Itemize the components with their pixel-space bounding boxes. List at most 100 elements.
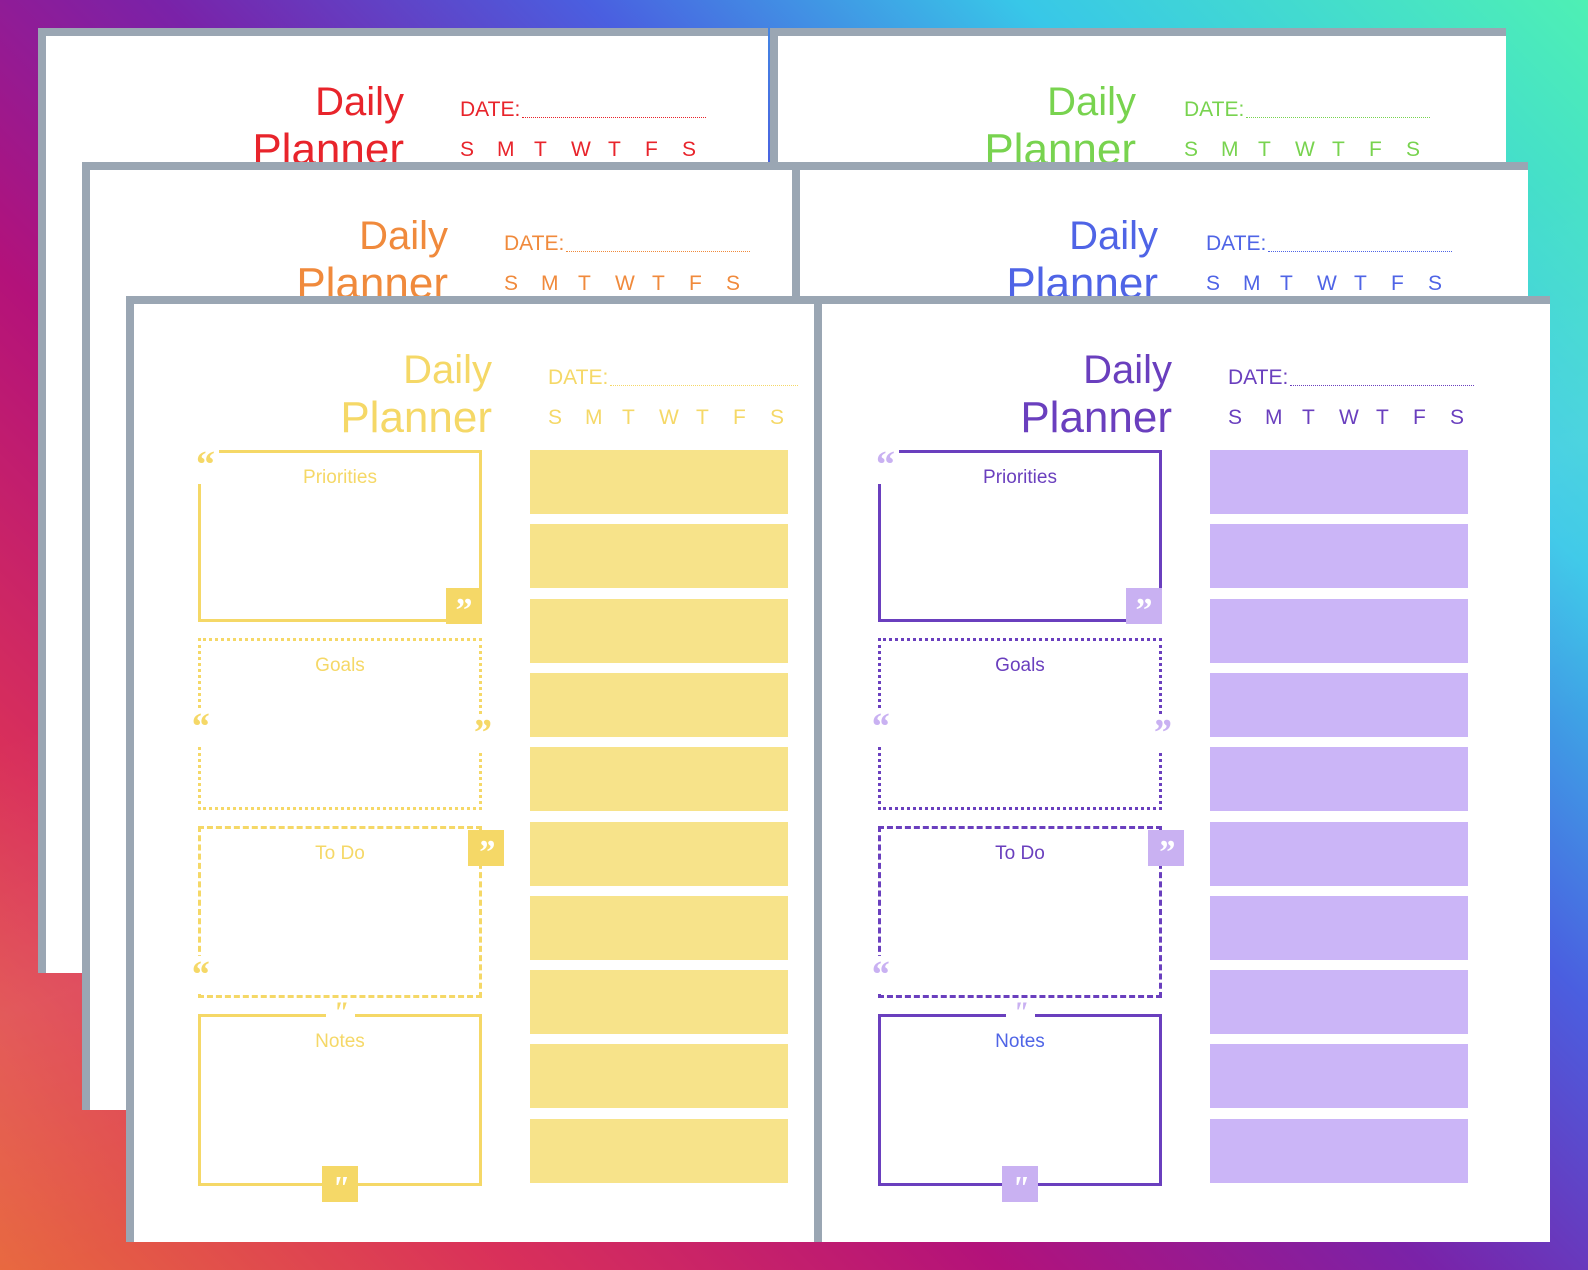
title-planner: Planner bbox=[340, 393, 492, 442]
planner-title: Daily Planner bbox=[240, 216, 448, 306]
day-tue[interactable]: T bbox=[1280, 272, 1293, 295]
planner-title: Daily Planner bbox=[196, 82, 404, 172]
date-field[interactable]: DATE: bbox=[1206, 232, 1453, 256]
day-sat[interactable]: S bbox=[1450, 406, 1465, 429]
day-tue[interactable]: T bbox=[1302, 406, 1315, 429]
day-sun[interactable]: S bbox=[1228, 406, 1243, 429]
todo-box[interactable]: To Do bbox=[878, 826, 1162, 998]
notes-box[interactable]: Notes bbox=[198, 1014, 482, 1186]
schedule-bar[interactable] bbox=[1210, 747, 1468, 812]
day-thu[interactable]: T bbox=[1376, 406, 1389, 429]
day-tue[interactable]: T bbox=[1258, 138, 1271, 161]
schedule-bar[interactable] bbox=[1210, 1118, 1468, 1183]
date-label: DATE: bbox=[1206, 232, 1267, 255]
date-field[interactable]: DATE: bbox=[1228, 366, 1475, 390]
schedule-bar[interactable] bbox=[1210, 821, 1468, 886]
schedule-bar[interactable] bbox=[530, 895, 788, 960]
todo-box[interactable]: To Do bbox=[198, 826, 482, 998]
day-thu[interactable]: T bbox=[1332, 138, 1345, 161]
schedule-bar[interactable] bbox=[530, 747, 788, 812]
schedule-bar[interactable] bbox=[1210, 598, 1468, 663]
day-thu[interactable]: T bbox=[1354, 272, 1367, 295]
schedule-bar[interactable] bbox=[1210, 895, 1468, 960]
notes-label: Notes bbox=[995, 1031, 1045, 1052]
planner-title: Daily Planner bbox=[284, 350, 492, 440]
day-mon[interactable]: M bbox=[585, 406, 603, 429]
schedule-bar[interactable] bbox=[530, 598, 788, 663]
planner-page-green: Daily Planner DATE: S M T W T F S bbox=[770, 28, 1506, 172]
day-sun[interactable]: S bbox=[1206, 272, 1221, 295]
day-thu[interactable]: T bbox=[608, 138, 621, 161]
day-sun[interactable]: S bbox=[460, 138, 475, 161]
schedule-bar[interactable] bbox=[1210, 672, 1468, 737]
day-wed[interactable]: W bbox=[1295, 138, 1315, 161]
date-field[interactable]: DATE: bbox=[504, 232, 751, 256]
day-sat[interactable]: S bbox=[682, 138, 697, 161]
notes-box[interactable]: Notes bbox=[878, 1014, 1162, 1186]
schedule-bar[interactable] bbox=[530, 1118, 788, 1183]
date-field[interactable]: DATE: bbox=[548, 366, 799, 390]
day-wed[interactable]: W bbox=[615, 272, 635, 295]
day-sun[interactable]: S bbox=[1184, 138, 1199, 161]
day-mon[interactable]: M bbox=[1265, 406, 1283, 429]
goals-box[interactable]: Goals bbox=[198, 638, 482, 810]
planner-page-yellow: Daily Planner DATE: S M T W T F S Priori… bbox=[126, 296, 816, 1242]
day-fri[interactable]: F bbox=[1413, 406, 1426, 429]
close-quote-icon: ” bbox=[472, 712, 491, 754]
date-line bbox=[1246, 117, 1431, 118]
schedule-bar[interactable] bbox=[1210, 450, 1468, 514]
date-label: DATE: bbox=[460, 98, 521, 121]
schedule-bar[interactable] bbox=[530, 672, 788, 737]
day-mon[interactable]: M bbox=[1221, 138, 1239, 161]
date-field[interactable]: DATE: bbox=[1184, 98, 1431, 122]
priorities-label: Priorities bbox=[983, 467, 1057, 488]
close-quote-icon: ” bbox=[1126, 588, 1162, 628]
day-tue[interactable]: T bbox=[534, 138, 547, 161]
day-sun[interactable]: S bbox=[548, 406, 563, 429]
goals-box[interactable]: Goals bbox=[878, 638, 1162, 810]
day-sat[interactable]: S bbox=[1406, 138, 1421, 161]
open-quote-icon: “ bbox=[190, 954, 209, 996]
day-sat[interactable]: S bbox=[726, 272, 741, 295]
day-thu[interactable]: T bbox=[696, 406, 709, 429]
planner-title: Daily Planner bbox=[950, 216, 1158, 306]
todo-label: To Do bbox=[315, 843, 365, 864]
schedule-bar[interactable] bbox=[530, 970, 788, 1035]
schedule-bar[interactable] bbox=[530, 524, 788, 589]
schedule-bar[interactable] bbox=[1210, 1044, 1468, 1109]
close-quote-icon: ” bbox=[468, 830, 504, 870]
day-mon[interactable]: M bbox=[1243, 272, 1261, 295]
day-tue[interactable]: T bbox=[578, 272, 591, 295]
day-fri[interactable]: F bbox=[689, 272, 702, 295]
day-fri[interactable]: F bbox=[1391, 272, 1404, 295]
day-sat[interactable]: S bbox=[770, 406, 785, 429]
weekday-selector: S M T W T F S bbox=[1228, 406, 1487, 430]
day-wed[interactable]: W bbox=[1317, 272, 1337, 295]
day-wed[interactable]: W bbox=[659, 406, 679, 429]
title-daily: Daily bbox=[1047, 80, 1136, 124]
priorities-box[interactable]: Priorities bbox=[878, 450, 1162, 622]
schedule-bar[interactable] bbox=[1210, 970, 1468, 1035]
close-quote-icon: ” bbox=[446, 588, 482, 628]
day-fri[interactable]: F bbox=[1369, 138, 1382, 161]
schedule-bar[interactable] bbox=[1210, 524, 1468, 589]
date-label: DATE: bbox=[504, 232, 565, 255]
day-wed[interactable]: W bbox=[1339, 406, 1359, 429]
day-fri[interactable]: F bbox=[733, 406, 746, 429]
day-mon[interactable]: M bbox=[497, 138, 515, 161]
open-quote-icon: “ bbox=[190, 706, 209, 748]
priorities-box[interactable]: Priorities bbox=[198, 450, 482, 622]
day-tue[interactable]: T bbox=[622, 406, 635, 429]
day-sun[interactable]: S bbox=[504, 272, 519, 295]
day-sat[interactable]: S bbox=[1428, 272, 1443, 295]
day-mon[interactable]: M bbox=[541, 272, 559, 295]
day-wed[interactable]: W bbox=[571, 138, 591, 161]
notes-label: Notes bbox=[315, 1031, 365, 1052]
date-field[interactable]: DATE: bbox=[460, 98, 707, 122]
schedule-bar[interactable] bbox=[530, 1044, 788, 1109]
day-thu[interactable]: T bbox=[652, 272, 665, 295]
schedule-bar[interactable] bbox=[530, 450, 788, 514]
schedule-bar[interactable] bbox=[530, 821, 788, 886]
day-fri[interactable]: F bbox=[645, 138, 658, 161]
date-line bbox=[1268, 251, 1453, 252]
